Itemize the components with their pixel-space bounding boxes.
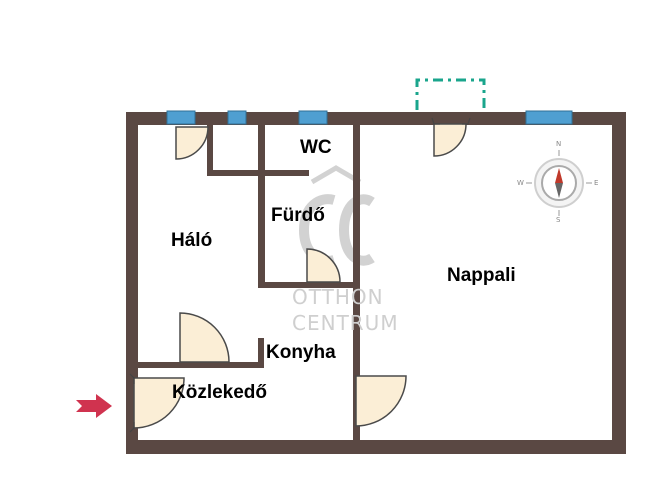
outer-walls — [126, 112, 626, 454]
compass-east-label: E — [594, 179, 599, 187]
watermark-line-1: OTTHON — [292, 285, 384, 309]
room-label-konyha: Konyha — [266, 342, 336, 363]
doors — [133, 123, 467, 429]
door-balcony — [433, 123, 467, 157]
compass-north-label: N — [556, 140, 562, 148]
watermark-line-2: CENTRUM — [292, 311, 399, 335]
door-halo — [179, 312, 230, 363]
room-label-halo: Háló — [171, 230, 213, 251]
door-frames — [129, 117, 471, 433]
inner-walls — [138, 118, 360, 440]
room-label-nappali: Nappali — [447, 265, 516, 286]
door-furdo — [306, 248, 341, 283]
compass-south-label: S — [556, 216, 561, 224]
room-label-wc: WC — [300, 137, 332, 158]
entrance-arrow-icon — [76, 394, 112, 418]
balcony-outline — [415, 78, 486, 110]
windows — [166, 110, 573, 125]
room-label-furdo: Fürdő — [271, 205, 325, 226]
compass-icon — [526, 150, 592, 216]
compass-west-label: W — [517, 179, 524, 187]
door-kozlekedo — [355, 375, 407, 427]
room-label-kozlekedo: Közlekedő — [172, 382, 268, 403]
door-entrance — [133, 377, 185, 429]
door-halo-top — [175, 126, 209, 160]
